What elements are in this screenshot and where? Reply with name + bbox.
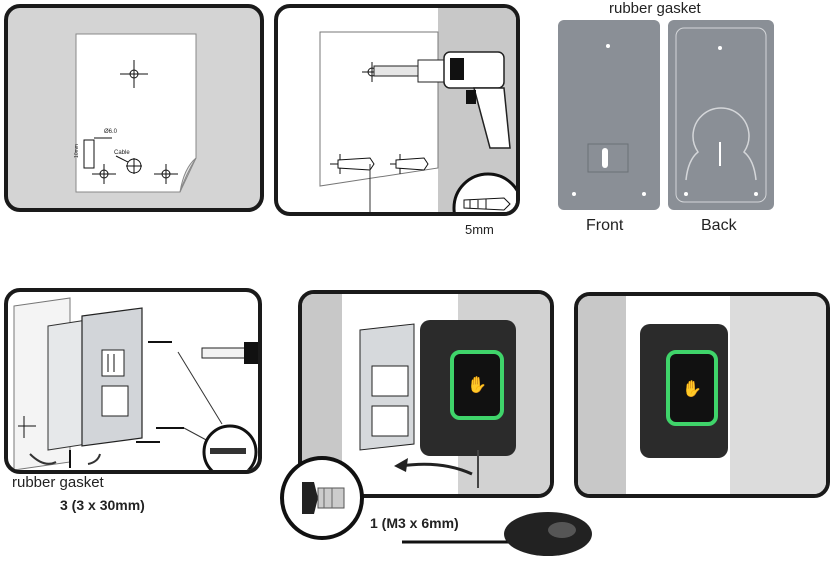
led-ring [666,350,718,426]
step-5-reader-panel: ✋ [298,290,554,498]
reader-attach-illustration: ✋ [302,294,550,494]
template-cable-label: Cable [114,150,130,156]
gasket-front-label: Front [586,217,624,234]
mount-plate-illustration [13,297,258,470]
step-6-finished-panel: ✋ [574,292,830,498]
template-side-dim: 10mm [73,144,80,158]
wall-anchor-icon [330,154,429,212]
large-screws-label: 3 (3 x 30mm) [60,497,145,513]
screwdriver-bit-icon [201,342,258,364]
drill-illustration [319,8,516,212]
template-hole-dim: Ø6.0 [104,129,118,135]
crosshair-top-icon [120,60,148,88]
gasket-back [668,20,774,210]
gasket-back-label: Back [701,217,737,234]
template-illustration [75,33,197,193]
step-2-drill-panel: 5mm [274,4,520,216]
power-drill-icon [373,51,511,149]
crosshair-bottom-icon [83,137,178,184]
gasket-mount-label: rubber gasket [12,474,104,491]
small-screw-label: 1 (M3 x 6mm) [370,515,459,531]
step-4-mount-panel [4,288,262,474]
anchor-size-outer-label: 5mm [465,222,494,237]
step-1-template-panel: Ø6.0 Cable 10mm [4,4,264,212]
svg-text:✋: ✋ [682,379,702,398]
gasket-title-label: rubber gasket [609,0,701,17]
small-screw-callout [280,456,364,540]
screwdriver-icon [402,512,592,556]
finished-reader-illustration: ✋ [578,296,826,494]
led-ring [450,350,504,420]
svg-text:✋: ✋ [467,375,487,394]
gasket-front [558,20,660,210]
screw-icon [136,341,184,443]
